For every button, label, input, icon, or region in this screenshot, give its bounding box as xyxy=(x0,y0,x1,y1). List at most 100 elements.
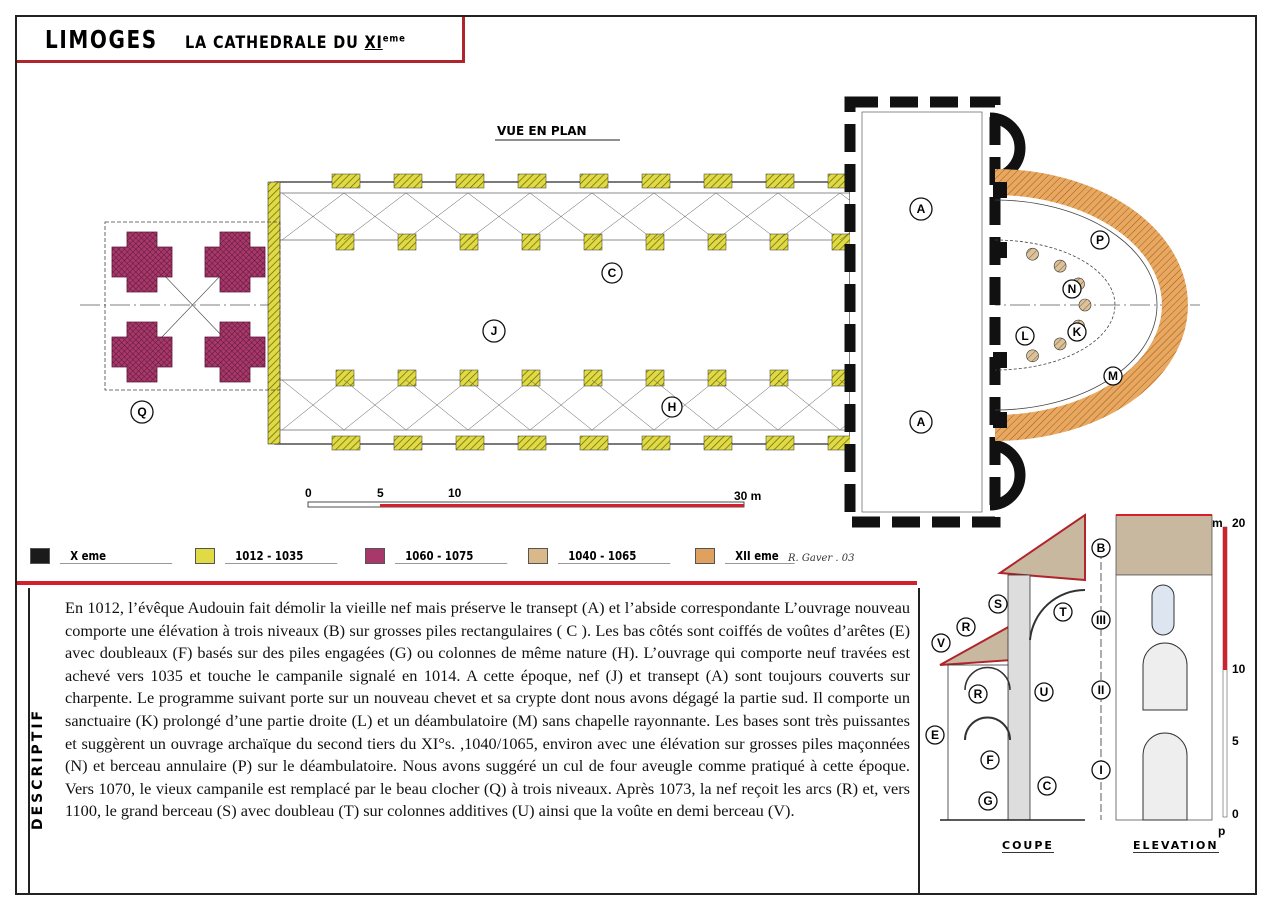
elevation-level-b: B xyxy=(1097,541,1106,555)
apse-pier xyxy=(1053,259,1067,273)
apse-pier xyxy=(1026,349,1039,363)
wall-pier xyxy=(393,435,423,451)
signature: R. Gaver . 03 xyxy=(788,553,855,564)
label-m-circle xyxy=(1103,366,1123,386)
coupe-label-r2: R xyxy=(974,687,983,701)
nave xyxy=(267,173,903,451)
vault-rib xyxy=(281,192,345,241)
label-j: J xyxy=(491,324,498,338)
legend-item-1040: 1040 - 1065 xyxy=(528,548,690,564)
description-box xyxy=(28,588,920,893)
nave-pier-c xyxy=(335,233,355,251)
coupe-label-t: T xyxy=(1059,605,1067,619)
scale-tick-30: 30 m xyxy=(734,489,761,503)
coupe-label-u: U xyxy=(1040,685,1049,699)
vault-rib xyxy=(653,379,717,431)
vault-rib xyxy=(405,192,469,241)
coupe-label-f: F xyxy=(986,753,993,767)
elevation-level-iii: III xyxy=(1096,613,1106,627)
elevation-level-b-circle xyxy=(1091,538,1111,558)
legend-label: 1012 - 1035 xyxy=(225,549,338,564)
label-q-circle xyxy=(130,400,154,424)
plan-heading: VUE EN PLAN xyxy=(497,124,587,138)
label-k-circle xyxy=(1067,322,1087,342)
chevet-pier xyxy=(993,352,1007,368)
elevation-level-ii: II xyxy=(1098,683,1105,697)
legend-swatch xyxy=(195,548,215,564)
elevation-level-i: I xyxy=(1099,763,1102,777)
elevation-scale-top: 20 xyxy=(1232,516,1246,530)
nave-pier-c xyxy=(769,233,789,251)
elevation-scale-p: p xyxy=(1218,824,1225,838)
legend-item-1012: 1012 - 1035 xyxy=(195,548,357,564)
vault-rib xyxy=(777,379,841,431)
label-q: Q xyxy=(137,405,146,419)
vault-rib xyxy=(591,379,655,431)
title-subtitle: LA CATHEDRALE DU XIeme xyxy=(185,33,406,53)
coupe-label-v-circle xyxy=(931,633,951,653)
vault-rib xyxy=(529,192,593,241)
legend-label: 1040 - 1065 xyxy=(558,549,671,564)
coupe-label-e: E xyxy=(931,728,939,742)
vault-rib xyxy=(529,379,593,431)
coupe-label-s: S xyxy=(994,597,1002,611)
tower-pier xyxy=(204,231,266,293)
nave-pier-h xyxy=(769,369,789,387)
label-p: P xyxy=(1096,233,1104,247)
coupe-label-s-circle xyxy=(988,594,1008,614)
scale-tick-10: 10 xyxy=(448,486,462,500)
vault-rib xyxy=(467,192,531,241)
label-a-south: A xyxy=(917,415,926,429)
nave-pier-h xyxy=(707,369,727,387)
label-a-north-circle xyxy=(909,197,933,221)
elevation-level-iii-circle xyxy=(1091,610,1111,630)
vault-rib xyxy=(467,379,531,431)
legend-swatch xyxy=(528,548,548,564)
wall-pier xyxy=(517,173,547,189)
wall-pier xyxy=(703,173,733,189)
vault-rib xyxy=(343,379,407,431)
nave-pier-c xyxy=(583,233,603,251)
coupe-label-c: C xyxy=(1043,779,1052,793)
vault-rib xyxy=(715,379,779,431)
wall-pier xyxy=(393,173,423,189)
legend-item-1060: 1060 - 1075 xyxy=(365,548,527,564)
label-c-circle xyxy=(601,262,623,284)
apse-pier xyxy=(1078,298,1092,312)
coupe-label-r2-circle xyxy=(968,684,988,704)
elevation-level-ii-circle xyxy=(1091,680,1111,700)
nave-pier-c xyxy=(707,233,727,251)
scale-tick-0: 0 xyxy=(305,486,312,500)
coupe-label-v: V xyxy=(937,636,945,650)
elevation-caption: ELEVATION xyxy=(1133,839,1219,853)
bell-tower-q xyxy=(104,221,281,391)
nave-pier-h xyxy=(335,369,355,387)
apse-pier xyxy=(1026,247,1039,261)
legend-swatch xyxy=(695,548,715,564)
wall-pier xyxy=(765,173,795,189)
legend-label: XII eme xyxy=(725,549,795,564)
century: XI xyxy=(364,33,383,53)
scale-tick-5: 5 xyxy=(377,486,384,500)
wall-pier xyxy=(517,435,547,451)
coupe-label-g: G xyxy=(983,794,992,808)
wall-pier xyxy=(765,435,795,451)
label-h: H xyxy=(668,400,677,414)
scale-bar: 0 5 10 30 m xyxy=(305,486,761,508)
nave-pier-c xyxy=(459,233,479,251)
description-text: En 1012, l’évêque Audouin fait démolir l… xyxy=(65,598,910,821)
elevation-scale-unit: m xyxy=(1212,516,1223,530)
wall-pier xyxy=(455,173,485,189)
legend-swatch xyxy=(30,548,50,564)
label-m: M xyxy=(1108,369,1118,383)
vault-rib xyxy=(591,192,655,241)
page-frame xyxy=(15,15,1257,895)
coupe-caption: COUPE xyxy=(1002,839,1054,853)
label-k: K xyxy=(1073,325,1082,339)
legend-item-xeme: X eme xyxy=(30,548,192,564)
nave-pier-h xyxy=(459,369,479,387)
legend-item-xiieme: XII eme xyxy=(695,548,807,564)
